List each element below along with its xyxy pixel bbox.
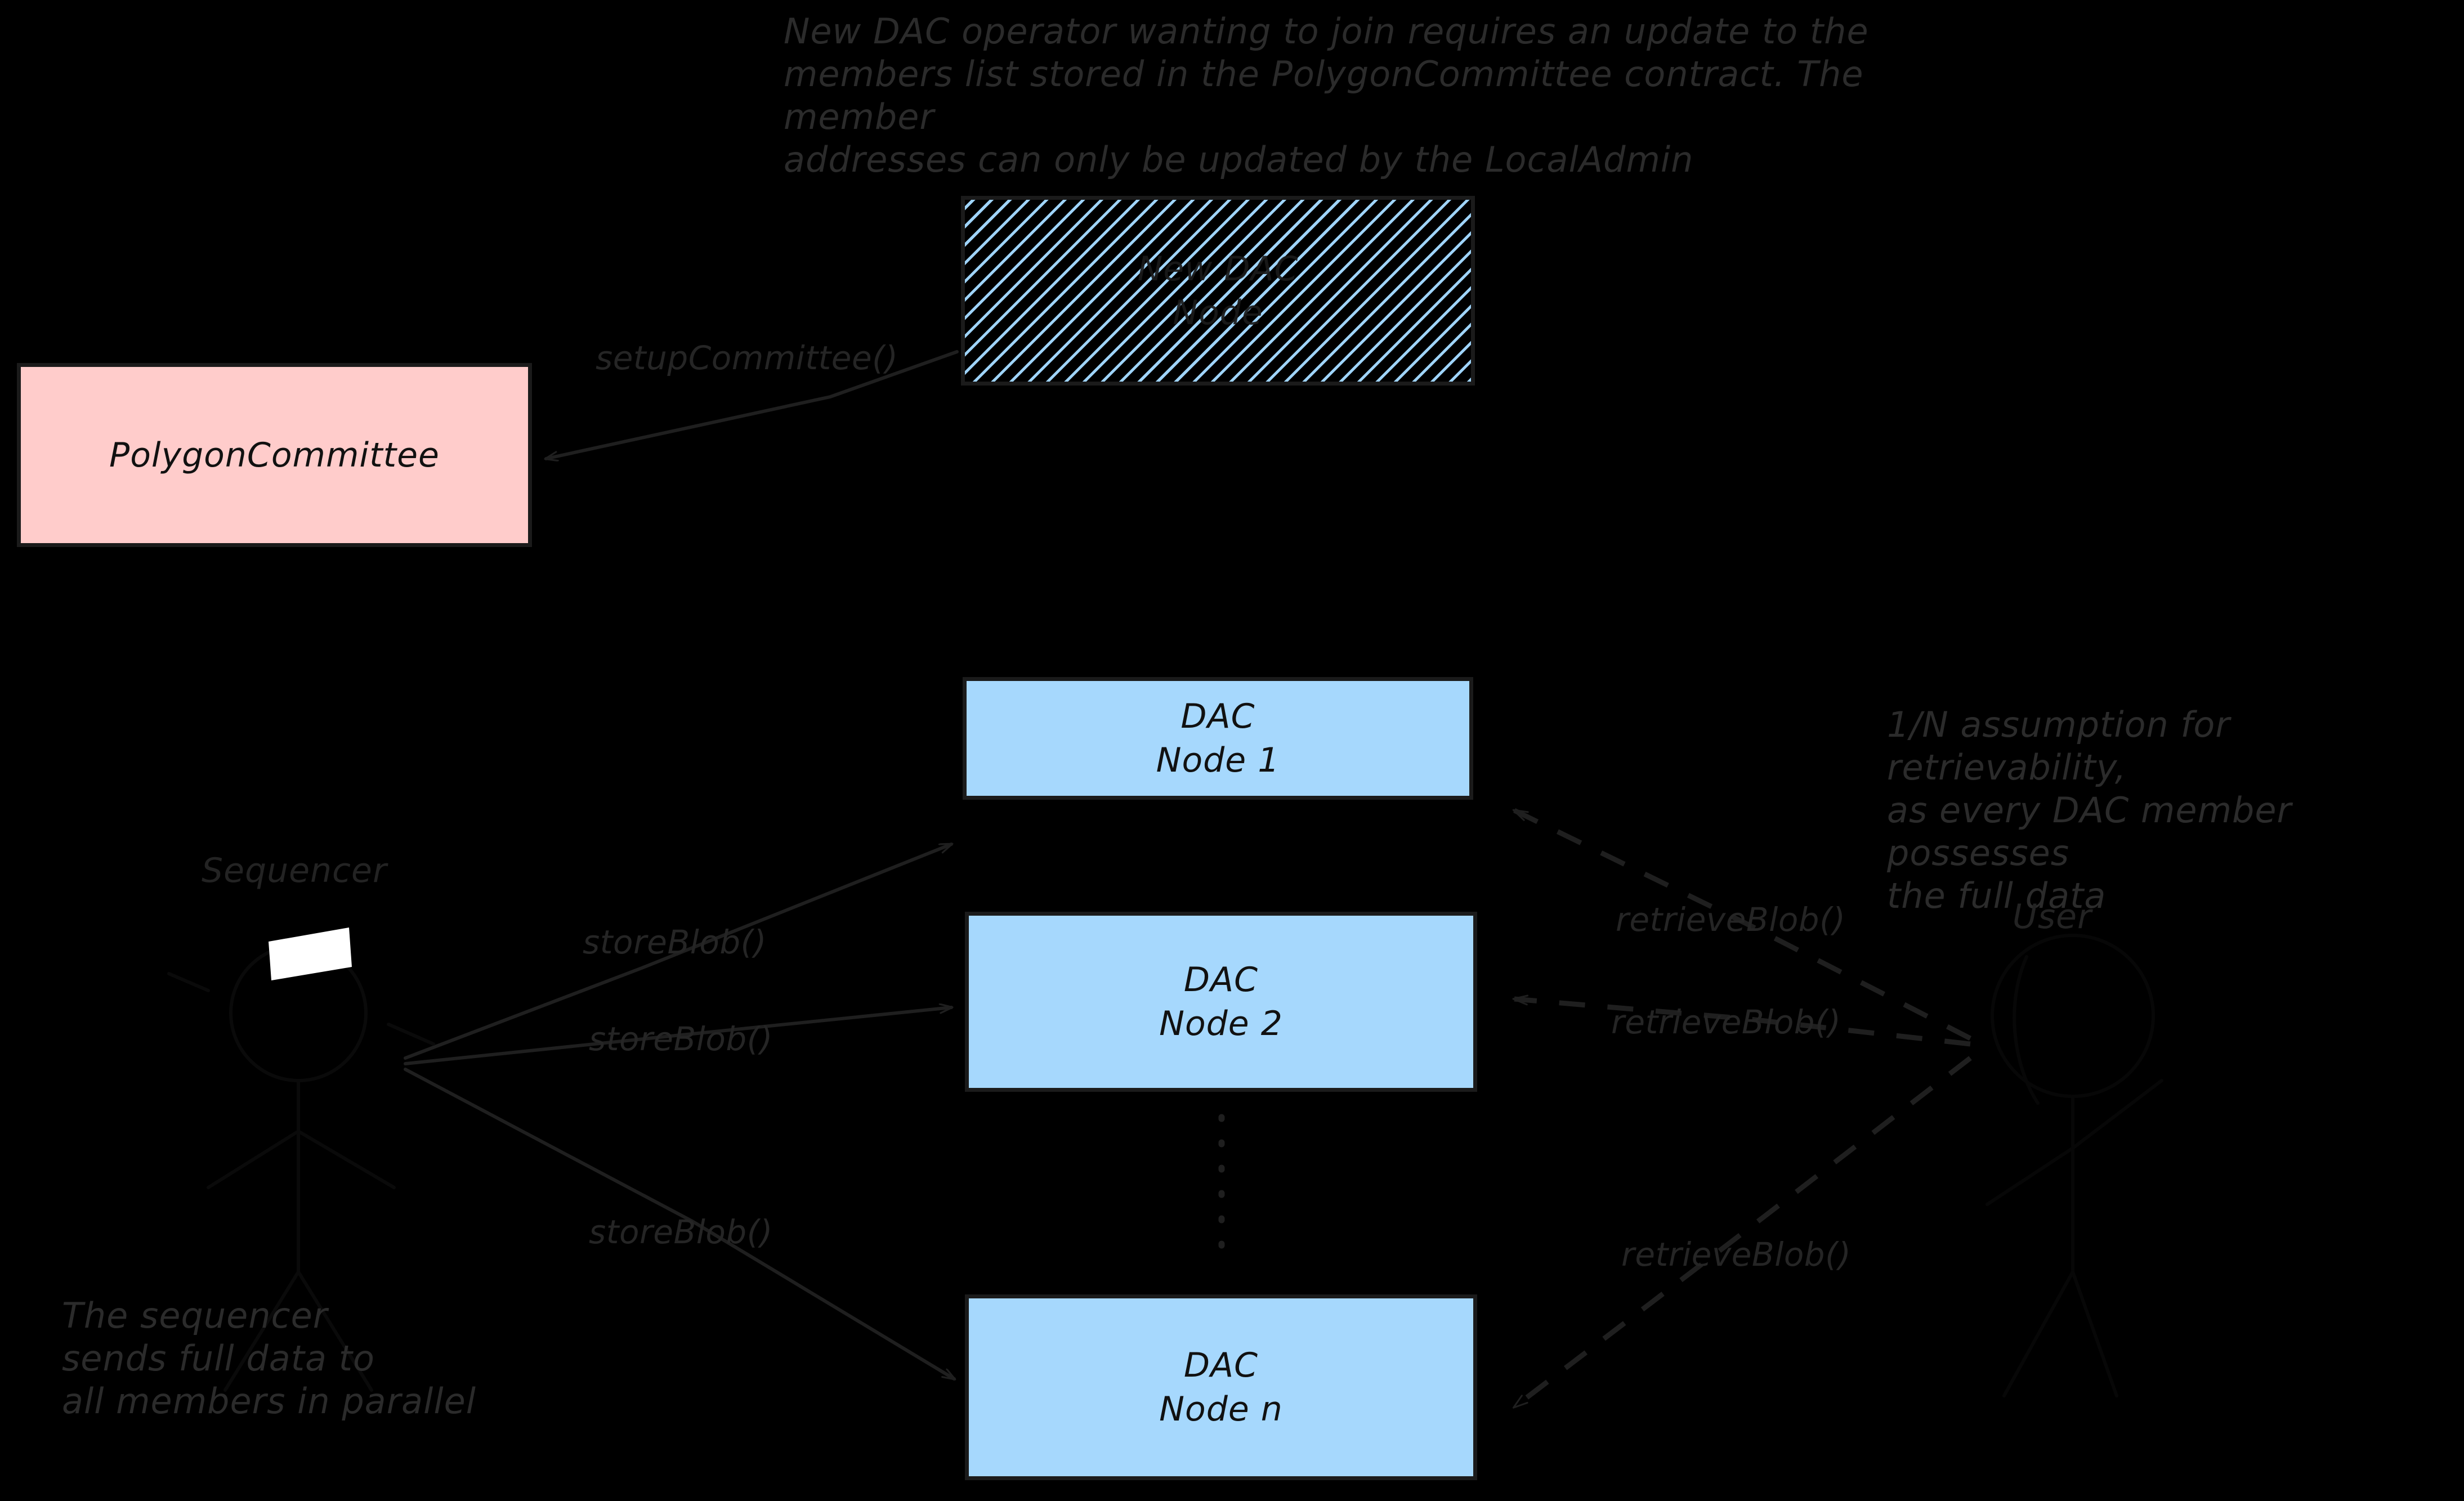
edge-retrieve-blob-1 — [1512, 808, 1972, 1041]
edge-label-store-blob-n: storeBlob() — [589, 1213, 773, 1251]
node-new-dac-node-label: New DAC Node — [1137, 249, 1299, 333]
node-dac-node-2-label: DAC Node 2 — [1159, 960, 1283, 1043]
sequencer-label: Sequencer — [202, 851, 387, 890]
node-dac-node-2[interactable]: DAC Node 2 — [965, 912, 1477, 1092]
edge-store-blob-2 — [404, 1007, 951, 1065]
user-figure — [1985, 934, 2163, 1397]
node-new-dac-node[interactable]: New DAC Node — [961, 196, 1475, 386]
edge-label-store-blob-1: storeBlob() — [583, 923, 767, 961]
edge-label-retrieve-blob-n: retrieveBlob() — [1621, 1235, 1852, 1274]
edge-label-retrieve-blob-2: retrieveBlob() — [1611, 1003, 1841, 1041]
node-dac-node-n-label: DAC Node n — [1159, 1346, 1283, 1429]
node-dac-node-1[interactable]: DAC Node 1 — [963, 677, 1473, 800]
node-dac-node-n[interactable]: DAC Node n — [965, 1294, 1477, 1480]
sequencer-figure — [167, 944, 435, 1392]
note-top: New DAC operator wanting to join require… — [784, 11, 1869, 180]
note-bottom-left: The sequencer sends full data to all mem… — [62, 1295, 476, 1422]
note-right: 1/N assumption for retrievability, as ev… — [1887, 704, 2292, 916]
edge-label-retrieve-blob-1: retrieveBlob() — [1616, 900, 1846, 939]
sequencer-badge — [269, 928, 352, 980]
node-polygon-committee[interactable]: PolygonCommittee — [17, 363, 532, 547]
node-dac-node-1-label: DAC Node 1 — [1156, 697, 1280, 780]
user-label: User — [2013, 897, 2092, 937]
edge-retrieve-blob-n — [1512, 1056, 1972, 1409]
edge-label-store-blob-2: storeBlob() — [589, 1020, 773, 1058]
node-polygon-committee-label: PolygonCommittee — [109, 435, 440, 475]
edge-store-blob-1 — [404, 843, 951, 1060]
edge-label-setup-committee: setupCommittee() — [596, 339, 898, 377]
edge-store-blob-n — [404, 1068, 954, 1381]
edge-setup-committee — [546, 350, 959, 459]
